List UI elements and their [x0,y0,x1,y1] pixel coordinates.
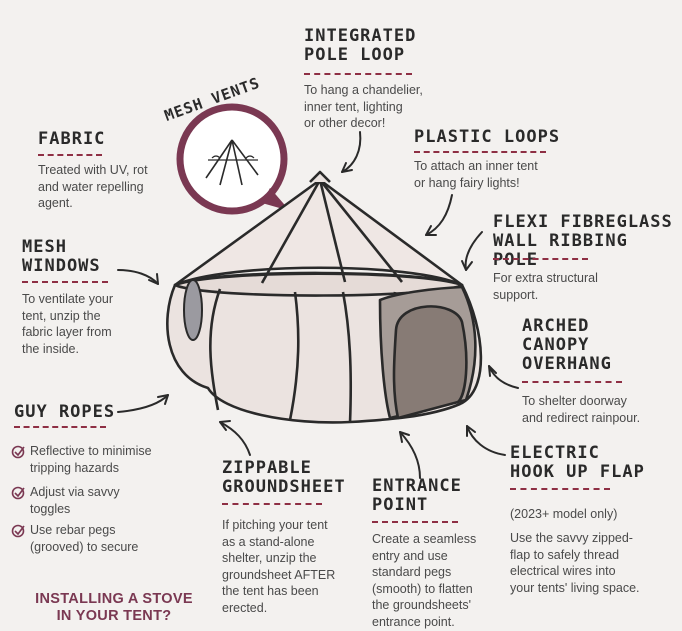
plastic-loops-text: To attach an inner tent or hang fairy li… [414,159,538,190]
flexi-pole-text: For extra structural support. [493,271,598,302]
pole-loop-underline [304,73,412,75]
check-icon [11,445,25,459]
electric-hookup-underline [510,488,610,490]
pole-loop-title: INTEGRATED POLE LOOP [304,26,417,65]
check-icon [11,524,25,538]
fabric-title: FABRIC [38,129,106,149]
mesh-windows-text: To ventilate your tent, unzip the fabric… [22,292,114,356]
check-icons [11,445,25,538]
flexi-pole-underline [493,258,588,260]
guy-ropes-bullet: Reflective to minimise tripping hazards [30,444,152,475]
mesh-vents-callout [176,103,290,215]
groundsheet-underline [222,503,322,505]
arched-canopy-text: To shelter doorway and redirect rainpour… [522,394,641,425]
check-icon [11,486,25,500]
electric-hookup-title: ELECTRIC HOOK UP FLAP [510,443,645,482]
mesh-windows-underline [22,281,108,283]
plastic-loops-title: PLASTIC LOOPS [414,127,561,147]
pole-loop-text: To hang a chandelier, inner tent, lighti… [304,83,423,130]
mesh-windows-title: MESH WINDOWS [22,237,101,276]
guy-ropes-bullet: Use rebar pegs (grooved) to secure [30,523,139,554]
guy-ropes-bullet: Adjust via savvy toggles [30,485,120,516]
electric-hookup-note: (2023+ model only) [510,507,618,521]
tent-body [166,170,483,424]
plastic-loops-underline [414,151,546,153]
groundsheet-title: ZIPPABLE GROUNDSHEET [222,458,346,497]
entrance-point-title: ENTRANCE POINT [372,476,462,515]
electric-hookup-text: Use the savvy zipped- flap to safely thr… [510,531,640,595]
fabric-text: Treated with UV, rot and water repelling… [38,163,148,210]
arched-canopy-title: ARCHED CANOPY OVERHANG [522,316,612,374]
guy-ropes-title: GUY ROPES [14,402,116,422]
callout-arrows [117,131,519,479]
guy-ropes-underline [14,426,106,428]
fabric-underline [38,154,102,156]
stove-link[interactable]: INSTALLING A STOVE IN YOUR TENT? [35,591,193,624]
arched-canopy-underline [522,381,622,383]
entrance-point-underline [372,521,458,523]
entrance-point-text: Create a seamless entry and use standard… [372,532,477,629]
flexi-pole-title: FLEXI FIBREGLASS WALL RIBBING POLE [493,212,673,270]
groundsheet-text: If pitching your tent as a stand-alone s… [222,518,336,615]
